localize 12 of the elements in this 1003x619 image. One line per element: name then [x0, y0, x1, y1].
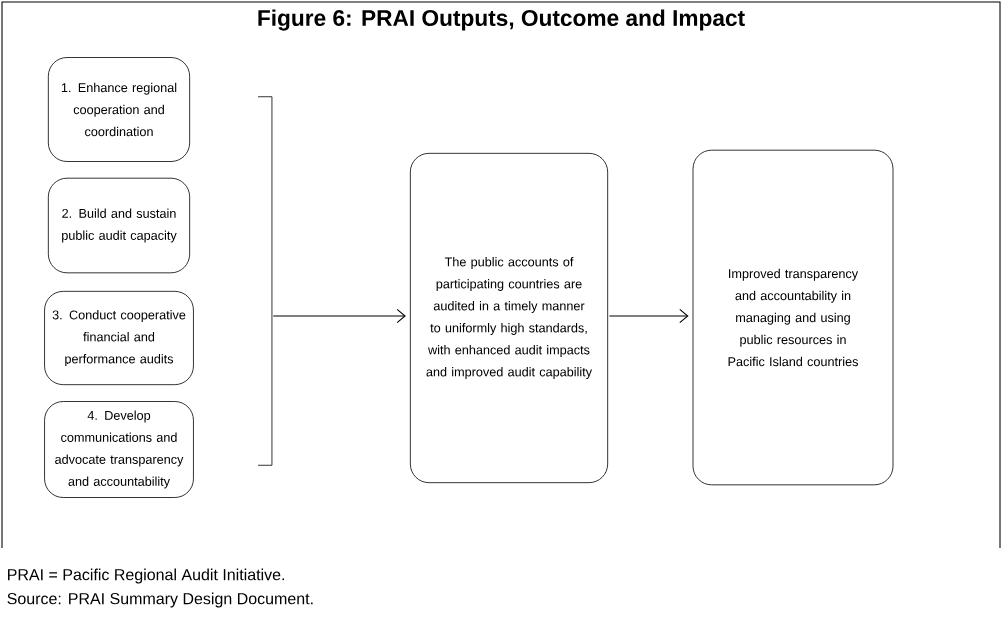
rounded-box: 3. Conduct cooperative financial and performance audits — [44, 290, 194, 386]
rounded-box: 4. Develop communications and advocate transparency and accountability — [44, 401, 194, 498]
bracket — [257, 96, 273, 466]
arrow — [272, 308, 406, 324]
rounded-box: 2. Build and sustain public audit capacity — [47, 177, 191, 274]
footnote: PRAI = Pacific Regional Audit Initiative. — [8, 568, 284, 584]
footnote: Source: PRAI Summary Design Document. — [7, 592, 313, 608]
arrow — [608, 308, 689, 324]
rounded-box: 1. Enhance regional cooperation and coordination — [47, 57, 191, 162]
rounded-box: The public accounts of participating countries are audited in a timely manner to uniformly high standards, with enhanced audit impacts and improved audit capability — [409, 152, 609, 484]
rounded-box: Improved transparency and accountability in managing and using public resources in Pacific Island countries — [692, 149, 894, 486]
title: Figure 6: PRAI Outputs, Outcome and Impact — [258, 9, 745, 31]
